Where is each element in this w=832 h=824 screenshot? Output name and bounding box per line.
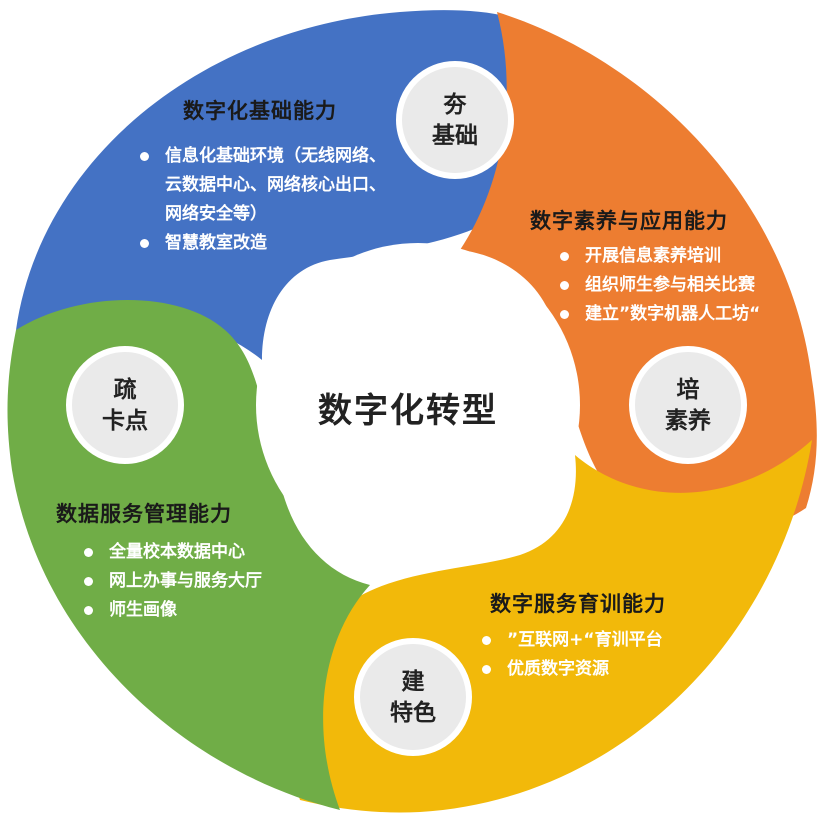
badge-green-line2: 卡点: [102, 408, 148, 434]
orange-item-2: 组织师生参与相关比赛: [558, 271, 818, 300]
badge-green: 疏 卡点: [85, 375, 165, 437]
blue-title: 数字化基础能力: [183, 99, 337, 123]
yellow-list: ”互联网+“育训平台 优质数字资源: [480, 626, 780, 684]
yellow-title: 数字服务育训能力: [490, 592, 666, 616]
badge-circle-green: [66, 346, 184, 464]
badge-orange: 培 素养: [648, 375, 728, 437]
badge-circle-orange: [629, 346, 747, 464]
center-disc: [256, 243, 580, 567]
badge-blue-line1: 夯: [443, 92, 467, 118]
green-title: 数据服务管理能力: [56, 502, 232, 526]
badge-circle-yellow: [354, 638, 472, 756]
orange-item-1: 开展信息素养培训: [558, 242, 818, 271]
orange-list: 开展信息素养培训 组织师生参与相关比赛 建立”数字机器人工坊“: [558, 242, 818, 329]
blue-item-2: 智慧教室改造: [138, 229, 390, 258]
blue-item-1: 信息化基础环境（无线网络、云数据中心、网络核心出口、网络安全等）: [138, 142, 390, 229]
badge-circle-blue: [396, 61, 514, 179]
center-title: 数字化转型: [318, 391, 498, 431]
blue-list: 信息化基础环境（无线网络、云数据中心、网络核心出口、网络安全等） 智慧教室改造: [138, 142, 390, 258]
badge-yellow-line1: 建: [401, 669, 425, 695]
green-item-2: 网上办事与服务大厅: [82, 567, 342, 596]
badge-blue: 夯 基础: [415, 90, 495, 152]
orange-title: 数字素养与应用能力: [530, 209, 728, 233]
badge-orange-line2: 素养: [665, 408, 711, 434]
green-item-1: 全量校本数据中心: [82, 538, 342, 567]
green-item-3: 师生画像: [82, 596, 342, 625]
yellow-item-2: 优质数字资源: [480, 655, 780, 684]
badge-yellow-line2: 特色: [390, 700, 436, 726]
badge-orange-line1: 培: [676, 377, 700, 403]
badge-yellow: 建 特色: [373, 667, 453, 729]
yellow-item-1: ”互联网+“育训平台: [480, 626, 780, 655]
badge-blue-line2: 基础: [432, 123, 478, 149]
orange-item-3: 建立”数字机器人工坊“: [558, 300, 818, 329]
badge-green-line1: 疏: [113, 377, 137, 403]
green-list: 全量校本数据中心 网上办事与服务大厅 师生画像: [82, 538, 342, 625]
